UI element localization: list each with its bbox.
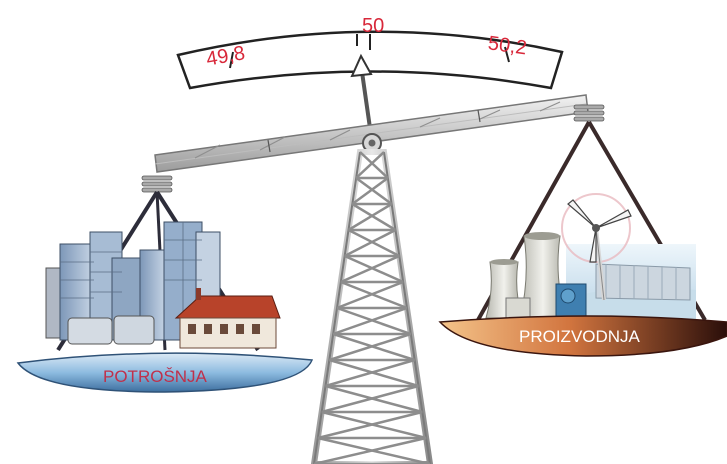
right-pan-group: PROIZVODNJA bbox=[438, 120, 727, 357]
city-buildings-icon bbox=[45, 221, 281, 349]
left-pan-label: POTROŠNJA bbox=[103, 367, 208, 386]
left-spring-icon bbox=[141, 175, 173, 193]
tower-brace bbox=[355, 176, 393, 206]
tower-brace bbox=[336, 306, 412, 336]
right-pan bbox=[438, 315, 727, 357]
tower-brace bbox=[344, 228, 397, 258]
left-pan bbox=[16, 352, 314, 393]
tower-brace bbox=[351, 176, 389, 206]
left-pan-group: POTROŠNJA bbox=[16, 190, 314, 393]
power-plant-icon bbox=[485, 232, 696, 320]
tower-brace bbox=[328, 332, 412, 362]
tower-brace bbox=[344, 254, 404, 284]
gauge-tick-label-right: 50,2 bbox=[487, 32, 529, 59]
tower-brace bbox=[321, 384, 419, 414]
tower-brace bbox=[340, 254, 400, 284]
tower-brace bbox=[347, 202, 393, 232]
right-pan-label: PROIZVODNJA bbox=[519, 327, 641, 346]
tower-brace bbox=[317, 410, 423, 440]
tower-brace bbox=[359, 151, 389, 179]
gauge-tick-left bbox=[229, 51, 234, 69]
right-spring-icon bbox=[573, 104, 605, 122]
tower-brace bbox=[313, 436, 427, 464]
tower-brace bbox=[340, 280, 408, 310]
lattice-tower bbox=[310, 149, 434, 464]
tower-brace bbox=[351, 202, 397, 232]
gauge-tick-label-center: 50 bbox=[362, 15, 384, 37]
gauge-tick-right bbox=[504, 46, 510, 63]
tower-brace bbox=[336, 280, 404, 310]
tower-brace bbox=[325, 358, 416, 388]
tower-brace bbox=[347, 228, 400, 258]
wind-turbine-icon bbox=[561, 193, 632, 301]
gauge-pointer-arrow-icon bbox=[350, 53, 373, 78]
frequency-gauge: 49,8 50 50,2 bbox=[176, 15, 564, 143]
tower-brace bbox=[332, 306, 408, 336]
gauge-dial bbox=[176, 30, 564, 90]
balance-beam bbox=[141, 94, 605, 193]
tower-brace bbox=[355, 151, 385, 179]
